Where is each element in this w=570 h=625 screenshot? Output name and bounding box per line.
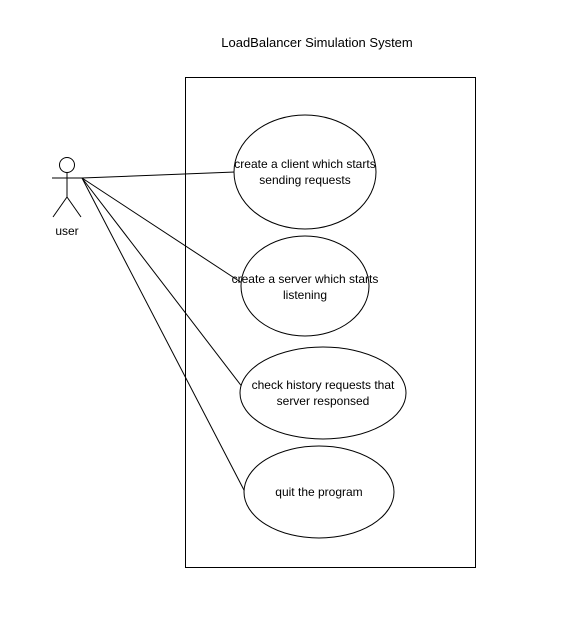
use-case-ellipse xyxy=(240,235,370,337)
use-case-label-line-1: create a client which starts xyxy=(234,157,375,171)
use-case-create-server: create a server which starts listening xyxy=(232,235,379,337)
association-line xyxy=(81,177,244,389)
association-line xyxy=(81,177,246,493)
actor-user: user xyxy=(52,157,82,238)
use-case-label-line-2: sending requests xyxy=(259,173,350,187)
association-line xyxy=(81,177,246,286)
system-boundary xyxy=(185,77,476,568)
use-case-create-client: create a client which starts sending req… xyxy=(233,114,377,230)
diagram-title: LoadBalancer Simulation System xyxy=(221,35,413,50)
use-case-ellipse xyxy=(243,445,395,539)
use-case-ellipse xyxy=(233,114,377,230)
use-case-label-line-1: check history requests that xyxy=(252,378,395,392)
use-case-label-line-2: listening xyxy=(283,288,327,302)
use-case-quit-program: quit the program xyxy=(243,445,395,539)
stick-figure-icon xyxy=(52,157,82,218)
use-case-label-line-1: quit the program xyxy=(275,485,362,499)
actor-label: user xyxy=(55,224,78,238)
associations xyxy=(81,171,246,493)
association-line xyxy=(81,171,236,179)
use-case-label-line-2: server responsed xyxy=(277,394,370,408)
use-case-label-line-1: create a server which starts xyxy=(232,272,379,286)
use-case-ellipse xyxy=(239,346,407,440)
use-case-check-history: check history requests that server respo… xyxy=(239,346,407,440)
